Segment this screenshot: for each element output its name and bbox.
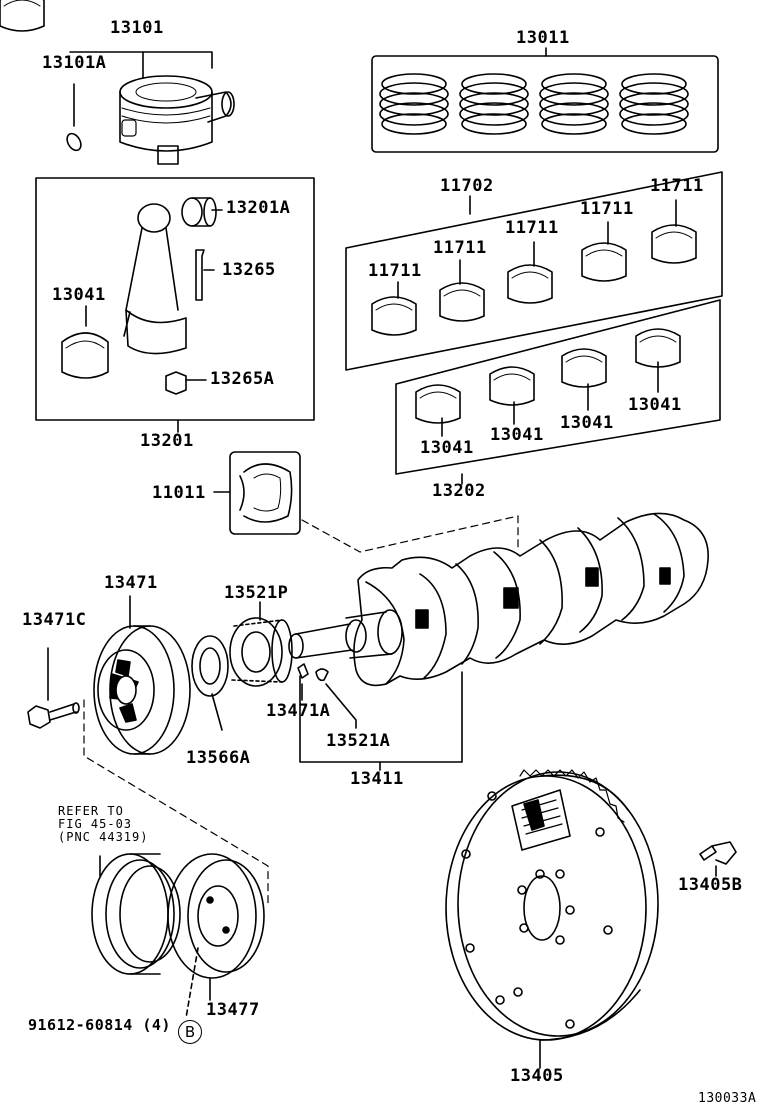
part-label-13405B: 13405B [678, 875, 743, 895]
part-label-13201: 13201 [140, 431, 194, 451]
part-label-13202: 13202 [432, 481, 486, 501]
part-label-13041-b: 13041 [490, 425, 544, 445]
piston-drawing [66, 51, 235, 165]
part-label-13201A: 13201A [226, 198, 291, 218]
part-label-11711-a: 11711 [368, 261, 422, 281]
part-label-13566A: 13566A [186, 748, 251, 768]
part-label-13041-d: 13041 [628, 395, 682, 415]
part-label-13265: 13265 [222, 260, 276, 280]
part-label-13041-rod: 13041 [52, 285, 106, 305]
main-bearings-upper-drawing [0, 0, 723, 371]
part-label-11711-d: 11711 [580, 199, 634, 219]
part-label-13101A: 13101A [42, 53, 107, 73]
part-label-13041-a: 13041 [420, 438, 474, 458]
part-label-11711-e: 11711 [650, 176, 704, 196]
part-label-13471: 13471 [104, 573, 158, 593]
part-label-11711-c: 11711 [505, 218, 559, 238]
part-label-11711-b: 11711 [433, 238, 487, 258]
part-label-11702: 11702 [440, 176, 494, 196]
part-label-13477: 13477 [206, 1000, 260, 1020]
part-label-13041-c: 13041 [560, 413, 614, 433]
refer-note-line1: REFER TO [58, 804, 124, 818]
part-label-13521A: 13521A [326, 731, 391, 751]
part-label-13265A: 13265A [210, 369, 275, 389]
flywheel-drawing [445, 769, 737, 1069]
pulley-leader-line [83, 699, 269, 905]
pulley-assembly-drawing [91, 853, 265, 1019]
part-label-91612: 91612-60814 (4) [28, 1016, 171, 1034]
connecting-rod-drawing [35, 177, 315, 433]
part-label-13521P: 13521P [224, 583, 289, 603]
part-label-13411: 13411 [350, 769, 404, 789]
crankshaft-drawing [288, 512, 709, 771]
diagram-id: 130033A [698, 1091, 757, 1106]
part-label-13101: 13101 [110, 18, 164, 38]
refer-note-line3: (PNC 44319) [58, 830, 149, 844]
part-label-13011: 13011 [516, 28, 570, 48]
crankshaft-pulley-drawing [27, 595, 191, 755]
thrust-washer-drawing [213, 451, 519, 553]
main-bearings-lower-drawing [395, 299, 721, 485]
part-label-13471C: 13471C [22, 610, 87, 630]
refer-note-line2: FIG 45-03 [58, 817, 133, 831]
part-label-13405: 13405 [510, 1066, 564, 1086]
part-label-13471A: 13471A [266, 701, 331, 721]
oil-seal-gear-drawing [191, 601, 293, 731]
callout-circle-b: B [178, 1020, 202, 1044]
part-label-11011: 11011 [152, 483, 206, 503]
piston-rings-drawing [371, 47, 719, 153]
